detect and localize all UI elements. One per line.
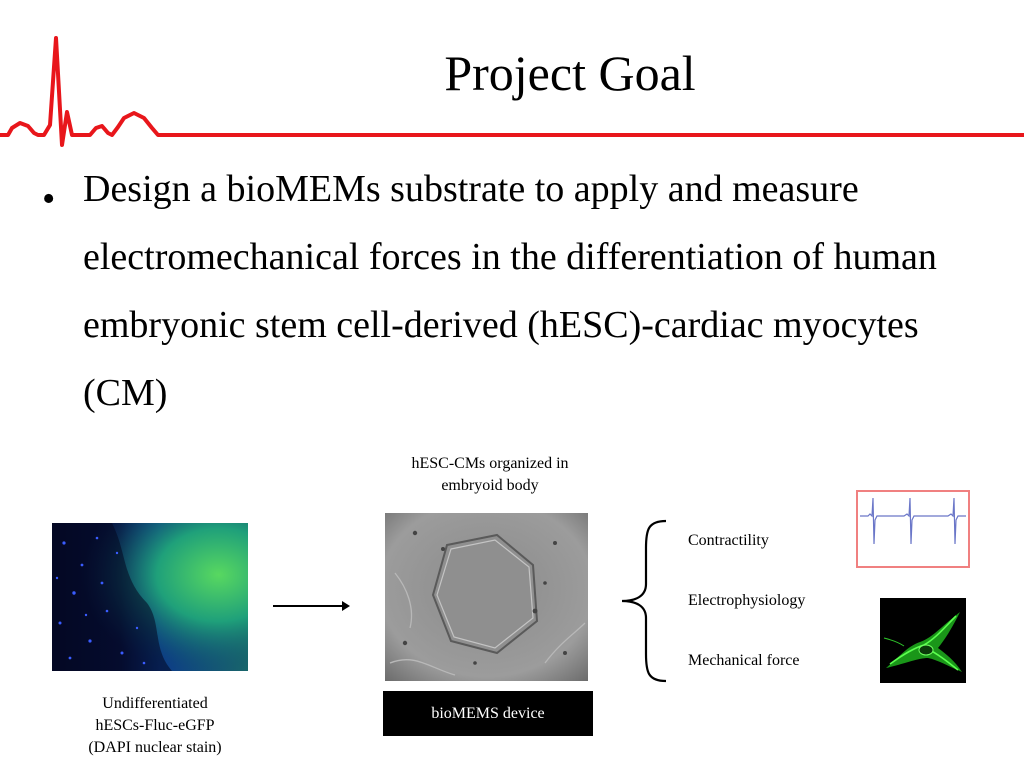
caption-line: embryoid body bbox=[441, 477, 539, 494]
heartbeat-line-icon bbox=[0, 36, 1024, 147]
cardiomyocyte-fluorescence-image bbox=[880, 598, 966, 683]
right-arrow-icon bbox=[273, 601, 350, 611]
embryoid-body-caption: hESC-CMs organized in embryoid body bbox=[380, 453, 600, 497]
bullet-text: Design a bioMEMs substrate to apply and … bbox=[83, 168, 937, 414]
caption-line: hESCs-Fluc-eGFP bbox=[95, 717, 215, 734]
caption-line: hESC-CMs organized in bbox=[411, 455, 569, 472]
measurement-label-electrophysiology: Electrophysiology bbox=[688, 592, 806, 609]
biomems-device-label: bioMEMS device bbox=[383, 691, 593, 736]
curly-brace-icon bbox=[621, 519, 667, 683]
hesc-caption: Undifferentiated hESCs-Fluc-eGFP (DAPI n… bbox=[40, 693, 270, 759]
measurement-label-mechanical-force: Mechanical force bbox=[688, 652, 800, 669]
ecg-trace-image bbox=[856, 490, 970, 568]
measurement-label-contractility: Contractility bbox=[688, 532, 769, 549]
slide-title: Project Goal bbox=[444, 45, 696, 101]
embryoid-body-image bbox=[385, 513, 588, 681]
bullet-marker: • bbox=[42, 178, 56, 220]
hesc-fluorescence-image bbox=[52, 523, 248, 671]
caption-line: (DAPI nuclear stain) bbox=[88, 739, 222, 756]
caption-line: Undifferentiated bbox=[102, 695, 208, 712]
